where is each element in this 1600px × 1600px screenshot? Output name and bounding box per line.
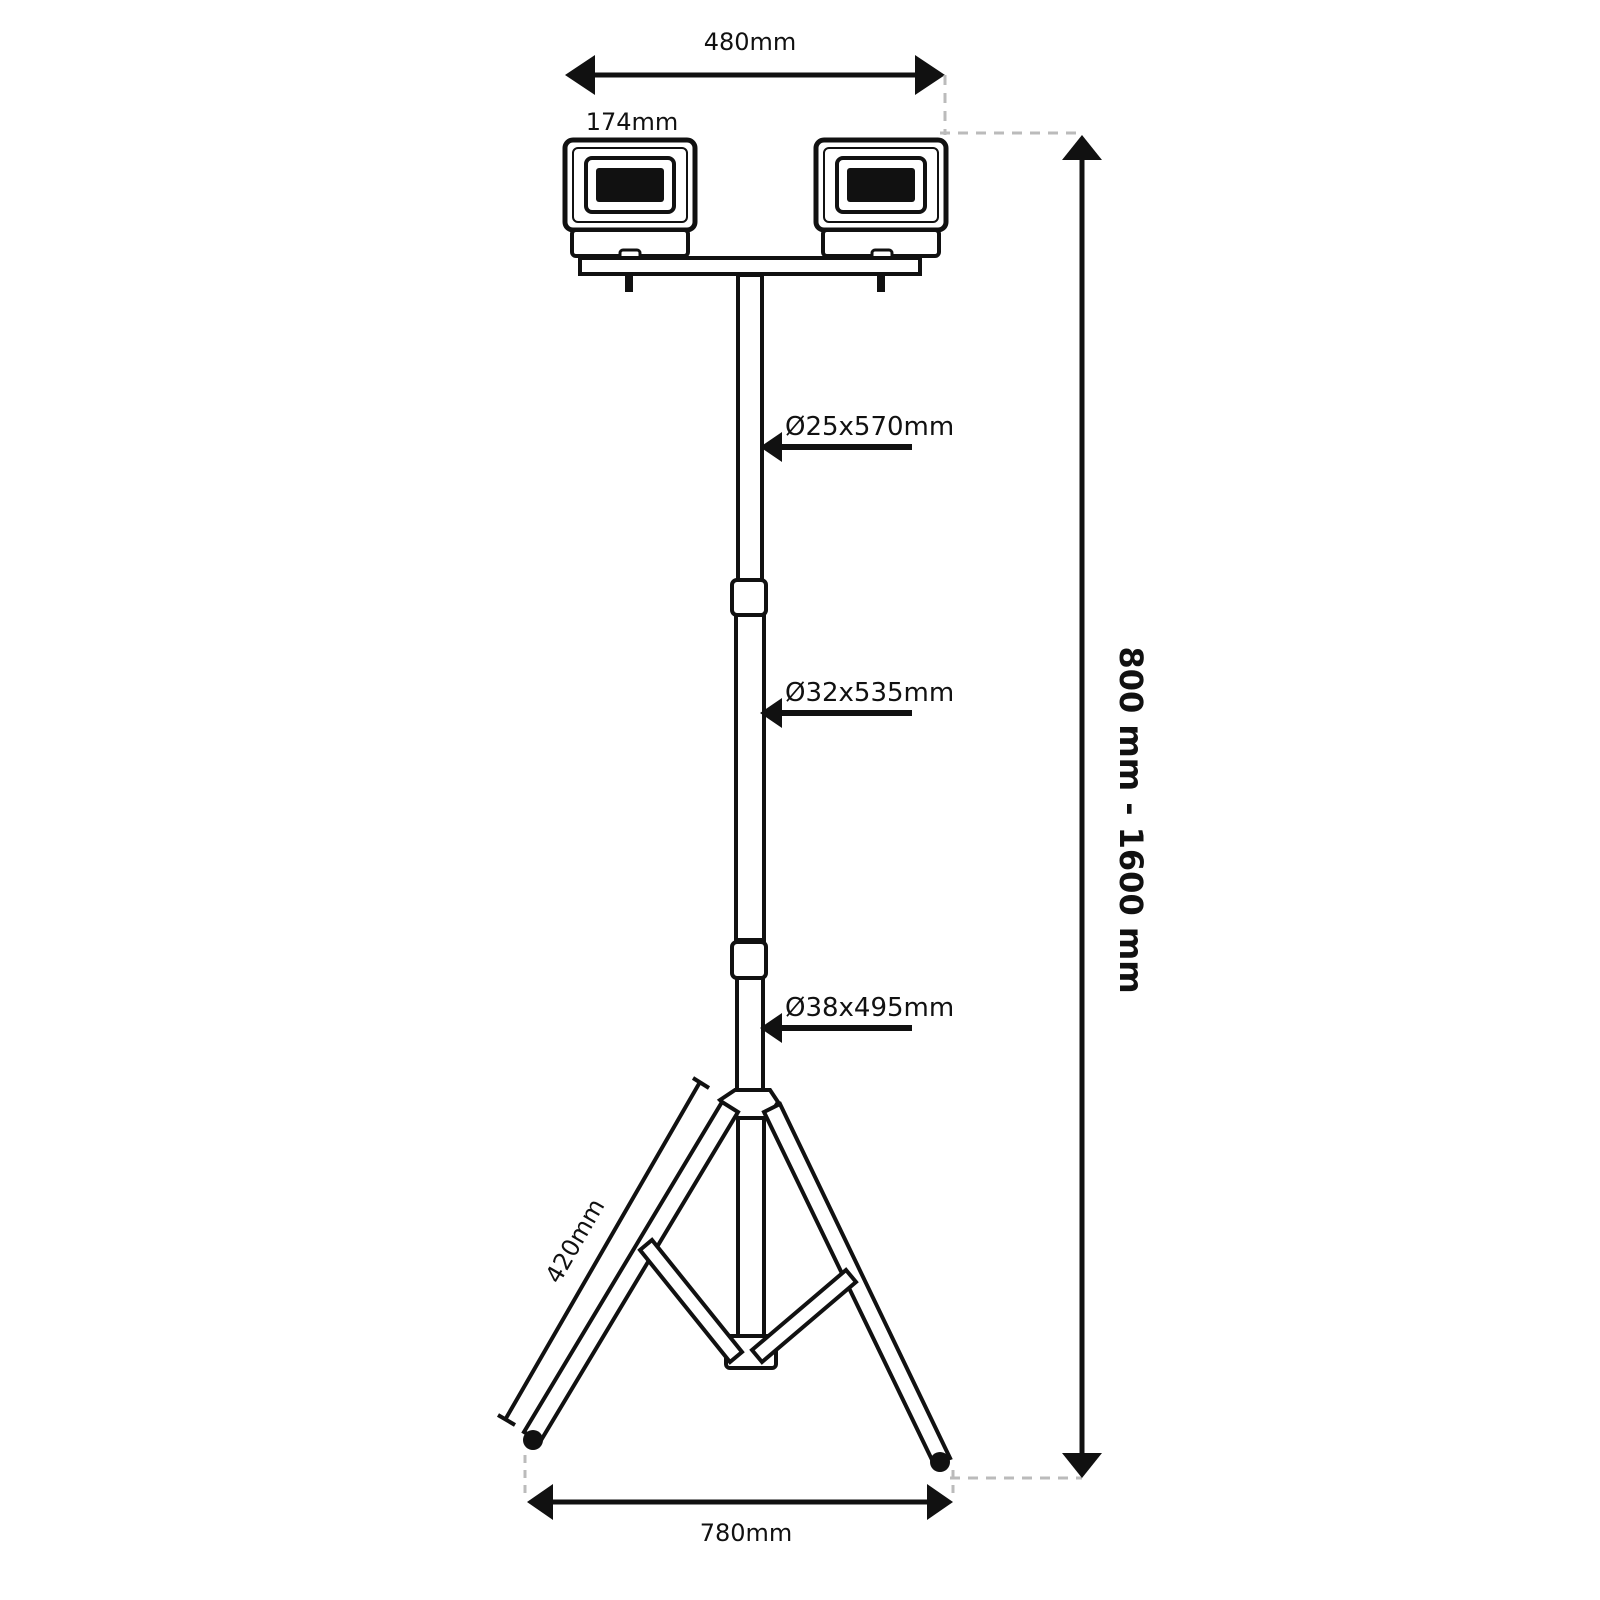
tripod-stand-icon xyxy=(521,273,953,1472)
mast-clamp xyxy=(730,578,768,617)
arrow-icon xyxy=(1062,1453,1102,1478)
floodlight-icon xyxy=(813,137,949,292)
total-width-dimension: 480mm xyxy=(565,28,947,135)
arrow-icon xyxy=(1062,135,1102,160)
tube-top-label: Ø25x570mm xyxy=(785,412,954,442)
floodlight-icon xyxy=(562,137,698,292)
leg-length-dimension: 420mm xyxy=(496,1076,711,1427)
lamp-width-label: 174mm xyxy=(586,108,679,136)
mast-clamp xyxy=(730,940,768,980)
base-width-label: 780mm xyxy=(700,1519,793,1547)
arrow-icon xyxy=(760,432,782,462)
total-width-label: 480mm xyxy=(704,28,797,56)
arrow-icon xyxy=(915,55,945,95)
tube-middle-callout: Ø32x535mm xyxy=(760,678,954,728)
arrow-icon xyxy=(927,1484,953,1520)
arrow-icon xyxy=(760,1013,782,1043)
arrow-icon xyxy=(527,1484,553,1520)
arrow-icon xyxy=(565,55,595,95)
mounting-bar xyxy=(578,256,922,276)
height-range-label: 800 mm - 1600 mm xyxy=(1112,646,1150,993)
base-width-dimension: 780mm xyxy=(523,1455,955,1547)
tube-bottom-label: Ø38x495mm xyxy=(785,993,954,1023)
leg-length-label: 420mm xyxy=(540,1194,611,1288)
tube-top-callout: Ø25x570mm xyxy=(760,412,954,462)
tube-bottom-callout: Ø38x495mm xyxy=(760,993,954,1043)
tube-middle-label: Ø32x535mm xyxy=(785,678,954,708)
height-dimension: 800 mm - 1600 mm xyxy=(940,131,1150,1480)
arrow-icon xyxy=(760,698,782,728)
